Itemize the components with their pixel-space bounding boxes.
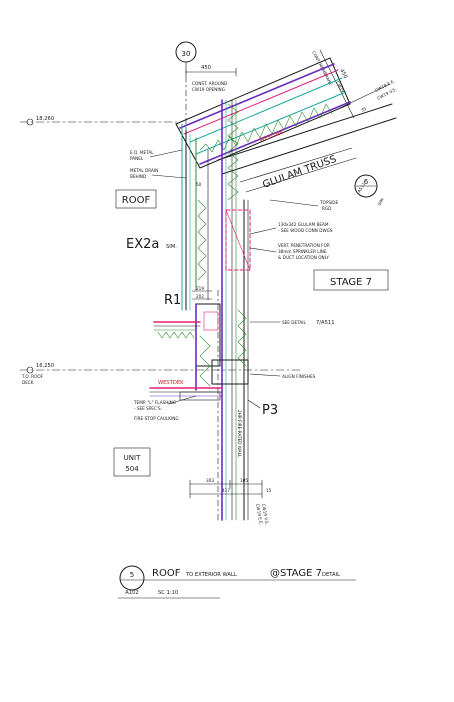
vert-pen-1: VERT. PENETRATION FOR: [278, 243, 330, 248]
westdek-mid: WESTDEK: [158, 380, 184, 386]
glulam-truss: [217, 103, 397, 193]
parapet-assembly: [153, 303, 249, 391]
temp-note-3: FIRE-STOP CAULKING: [134, 416, 179, 421]
wall-vertical-note: 2HR FIRE-RATED WALL: [237, 410, 242, 458]
cw-bottom-1: CW19 V.S.: [261, 503, 270, 525]
roof-label: ROOF: [122, 195, 151, 206]
ex2a-sim: SIM.: [166, 244, 177, 250]
vert-pen-2: 38mm SPRINKLER LINE: [278, 249, 327, 254]
dim-top-right: 450: [338, 68, 348, 80]
grid-label: 30: [182, 50, 191, 58]
constr-note-line2: CW19 OPENING: [192, 87, 225, 92]
dim-bottom-a: 303: [206, 478, 214, 483]
temp-note-1: TEMP. "L" FLASHING: [133, 400, 176, 405]
constr-note-line1: CONST. AROUND: [192, 81, 227, 86]
glulam-note-1: 130x342 GLULAM BEAM: [278, 222, 329, 227]
dim-top-width: 450: [201, 65, 211, 71]
p3-label: P3: [262, 403, 278, 418]
tbd-2: RGD: [322, 206, 331, 211]
detail-sheet: A102: [125, 590, 138, 596]
metal-drain-1: METAL DRAIN: [130, 168, 158, 173]
elev-lower-note-2: DECK: [22, 380, 34, 385]
dim-bottom-b: 105: [240, 478, 248, 483]
tbd-1: TOPSIDE: [319, 200, 338, 205]
dim-bottom-total: 417: [222, 488, 230, 493]
stage-label-box: [313, 269, 389, 291]
see-detail: SEE DETAIL: [282, 320, 306, 325]
glulam-note-2: - SEE WOOD CONN DWGS: [278, 228, 333, 233]
unit-line1: UNIT: [124, 454, 141, 462]
section-bubble: [354, 174, 378, 198]
elev-lower-note-1: T.O. ROOF: [21, 374, 44, 379]
title-part-1: ROOF: [152, 568, 181, 579]
section-sheet: A511: [357, 181, 367, 193]
eq-metal-2: PANEL: [130, 156, 144, 161]
eq-metal-1: E.Q. METAL: [130, 150, 154, 155]
cw19-vertical-label: CW19: [335, 80, 345, 94]
title-block: [117, 565, 357, 599]
section-number: 6: [364, 178, 369, 186]
section-sim: SIM.: [377, 196, 386, 206]
roof-assembly: [175, 57, 351, 169]
vert-pen-3: & DUCT LOCATION ONLY: [278, 255, 329, 260]
metal-drain-2: BEHIND: [130, 174, 146, 179]
unit-line2: 504: [125, 465, 139, 473]
cw-bottom-2: CW19 E.E.: [255, 503, 264, 525]
glulam-label: GLULAM TRUSS: [261, 154, 338, 191]
dim-r1-a: 219: [196, 286, 204, 291]
detail-number: 5: [130, 571, 134, 579]
roof-label-box: [115, 189, 157, 209]
dim-thirty-five: 35: [360, 106, 367, 113]
align-finishes: ALIGN FINISHES: [282, 374, 316, 379]
see-detail-ref: 7/A511: [316, 320, 335, 326]
r1-label: R1: [164, 293, 181, 308]
scale-label: SC 1:10: [158, 590, 178, 596]
ex2a-label: EX2a: [126, 237, 159, 252]
exterior-wall: [181, 99, 251, 521]
temp-note-2: - SEE SPEC'S.: [134, 406, 162, 411]
dim-r1-b: 202: [196, 294, 204, 299]
dim-bottom-right: 15: [266, 488, 272, 493]
title-part-2: TO EXTERIOR WALL: [185, 572, 237, 578]
elev-lower: 16,250: [36, 363, 54, 369]
dim-fifty: 50: [196, 182, 202, 187]
title-part-3: @STAGE 7: [270, 568, 322, 579]
stage-label: STAGE 7: [330, 277, 372, 288]
title-part-4: DETAIL: [322, 572, 340, 578]
roof-deck-lower: [149, 387, 223, 401]
unit-label-box: [113, 447, 151, 477]
elev-top: 18,260: [36, 116, 54, 122]
